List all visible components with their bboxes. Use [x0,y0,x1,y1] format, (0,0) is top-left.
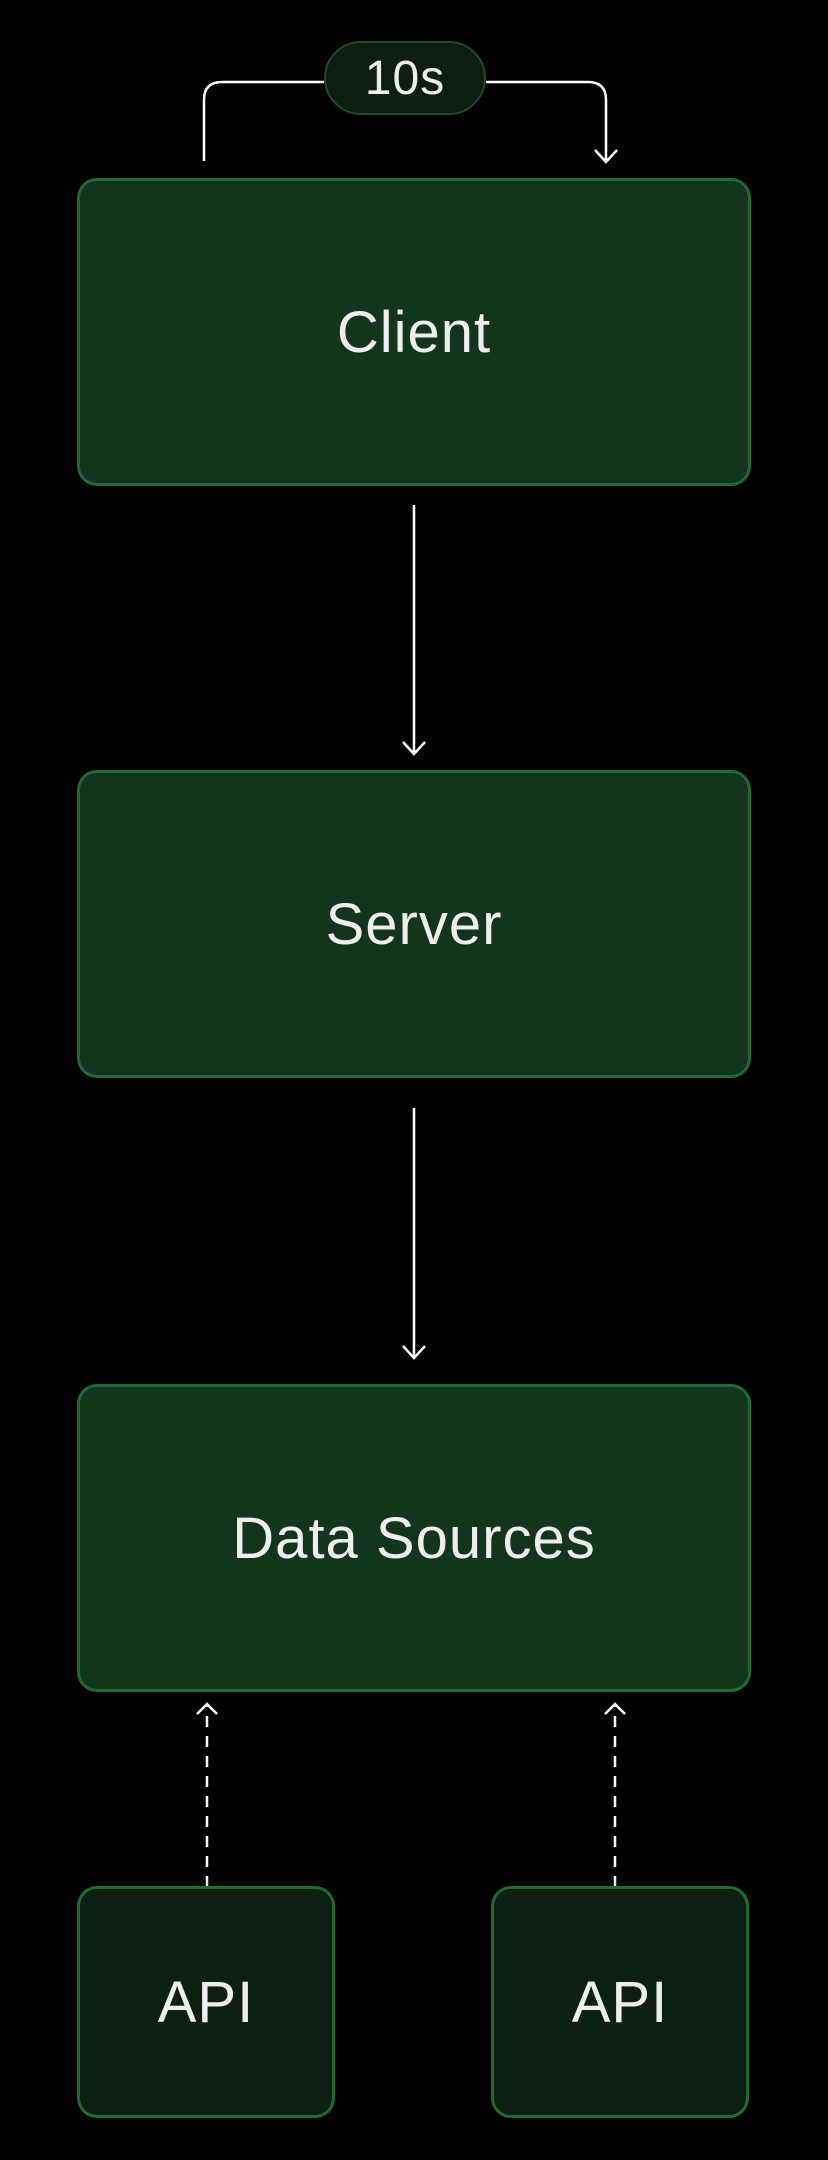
server-node: Server [77,770,751,1078]
data-sources-node: Data Sources [77,1384,751,1692]
data-sources-node-label: Data Sources [232,1505,596,1571]
client-node: Client [77,178,751,486]
polling-loop-line [202,80,608,161]
server-node-label: Server [325,891,503,957]
interval-badge: 10s [324,41,486,115]
api-left-node-label: API [157,1969,255,2035]
api-right-node-label: API [571,1969,669,2035]
api-right-arrowhead [604,1702,626,1715]
api-left-arrowhead [196,1702,218,1715]
polling-loop-arrowhead [594,149,618,164]
client-to-server-arrowhead [402,741,426,756]
api-left-node: API [77,1886,335,2118]
client-node-label: Client [336,299,492,365]
api-right-node: API [491,1886,749,2118]
server-to-data-sources-arrowhead [402,1345,426,1360]
interval-badge-label: 10s [364,51,446,105]
